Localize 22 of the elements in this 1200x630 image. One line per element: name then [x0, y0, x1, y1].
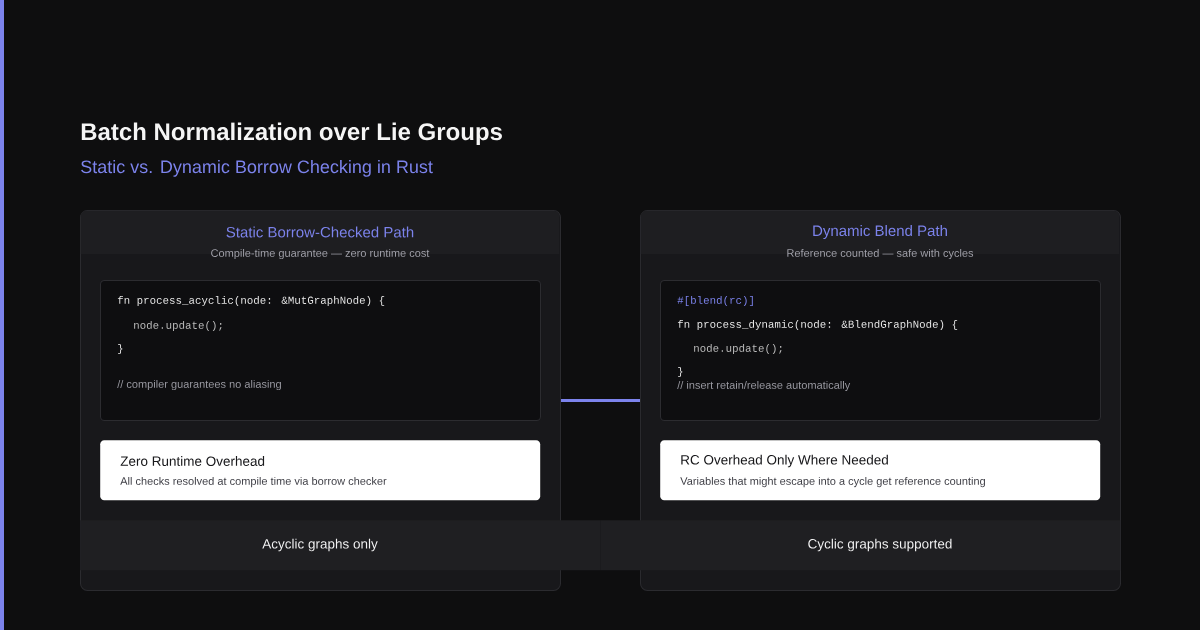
card-text: All checks resolved at compile time via borrow checker [120, 476, 387, 488]
code-line: node.update(); [694, 343, 782, 355]
code-line: fn process_dynamic(node: &BlendGraphNode) { [677, 319, 958, 331]
card-title: RC Overhead Only Where Needed [681, 454, 888, 468]
panel-subtitle: Compile-time guarantee — zero runtime cost [211, 248, 430, 260]
panel-subtitle: Reference counted — safe with cycles [787, 248, 974, 260]
card-text: Variables that might escape into a cycle get reference counting [680, 476, 985, 488]
title: Batch Normalization over Lie Groups [81, 122, 502, 145]
node-label: Acyclic graphs only [262, 538, 378, 552]
code-line: fn process_acyclic(node: &MutGraphNode) { [117, 295, 385, 307]
code-line: #[blend(rc)] [677, 295, 753, 307]
subtitle: Static vs. Dynamic Borrow Checking in Rust [81, 159, 433, 177]
code-comment: // compiler guarantees no aliasing [117, 379, 281, 391]
code-line: } [678, 366, 683, 378]
footer-band: Acyclic graphs only [80, 520, 601, 571]
node-label: Cyclic graphs supported [808, 538, 952, 552]
connector-line [561, 399, 640, 402]
card-title: Zero Runtime Overhead [120, 456, 265, 466]
code-line: } [118, 343, 123, 355]
code-line: node.update(); [134, 320, 222, 332]
footer-band: Cyclic graphs supported [600, 520, 1121, 571]
code-comment: // insert retain/release automatically [677, 380, 851, 392]
